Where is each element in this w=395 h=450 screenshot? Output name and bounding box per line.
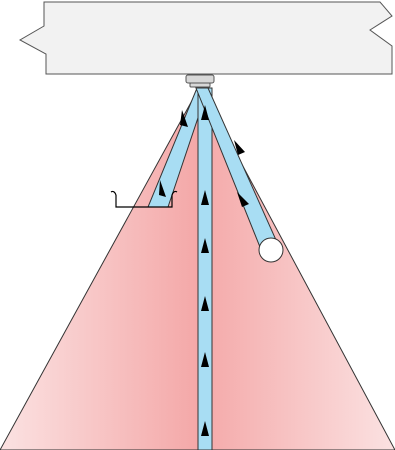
circle-icon — [259, 238, 283, 262]
ceiling-slab — [20, 2, 392, 74]
ceiling-sensor-icon — [186, 75, 214, 87]
signal-path-center — [198, 88, 212, 450]
